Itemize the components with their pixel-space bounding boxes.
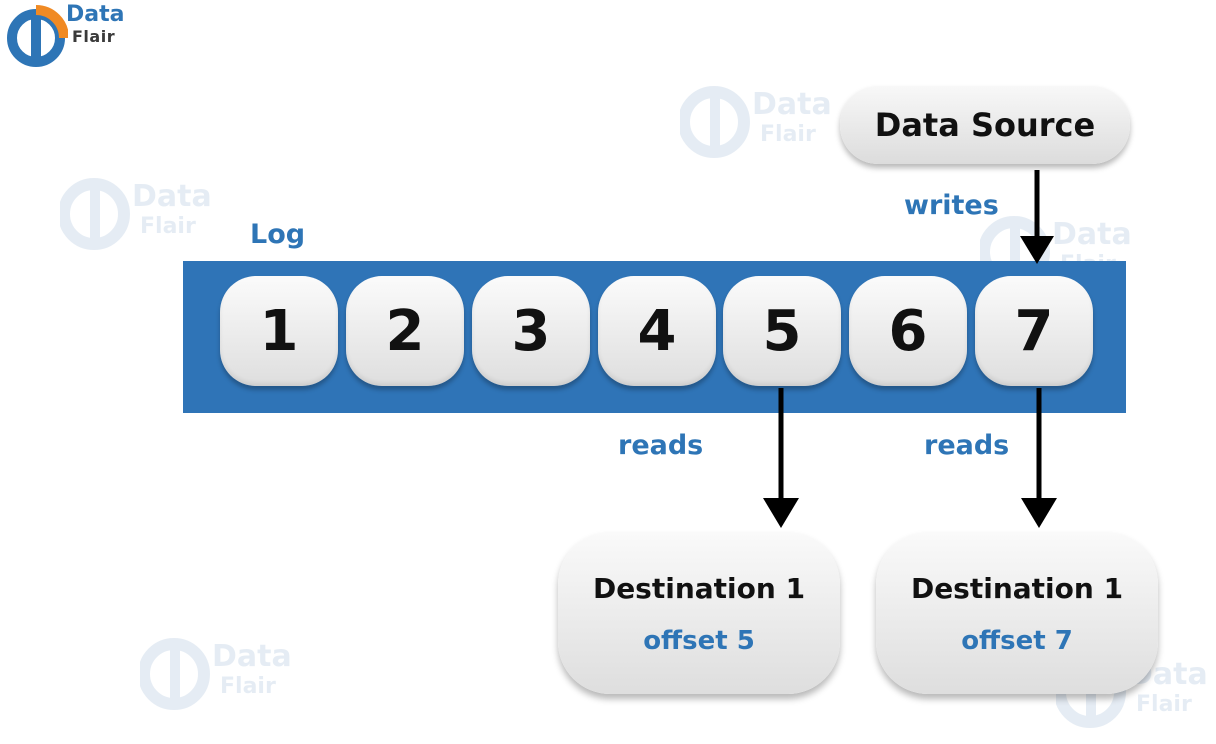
log-cell: 2: [346, 276, 464, 386]
writes-arrow: [1020, 170, 1054, 264]
logo-text-data: Data: [66, 2, 125, 27]
watermark-text: Flair: [220, 674, 276, 699]
log-cell: 4: [598, 276, 716, 386]
reads-label-1: reads: [618, 430, 704, 461]
log-cell: 3: [472, 276, 590, 386]
watermark-logo: Data Flair: [58, 176, 230, 266]
reads-arrow-1: [763, 388, 799, 528]
reads-label-2: reads: [924, 430, 1010, 461]
watermark-text: Data: [212, 639, 292, 674]
watermark-text: Data: [752, 87, 832, 122]
writes-label: writes: [904, 190, 999, 221]
log-cell: 7: [975, 276, 1093, 386]
watermark-logo: Data Flair: [678, 84, 850, 174]
watermark-text: Flair: [1136, 692, 1192, 717]
destination-box-2: Destination 1 offset 7: [876, 532, 1158, 694]
dataflair-logo: Data Flair: [4, 4, 144, 68]
watermark-text: Data: [132, 179, 212, 214]
destination-offset: offset 7: [961, 626, 1073, 656]
watermark-logo: Data Flair: [138, 636, 310, 726]
destination-box-1: Destination 1 offset 5: [558, 532, 840, 694]
logo-text-flair: Flair: [72, 27, 116, 46]
destination-title: Destination 1: [910, 572, 1124, 605]
dataflair-logo-icon: [7, 5, 68, 67]
log-label: Log: [250, 219, 306, 250]
data-source-box: Data Source: [840, 86, 1130, 164]
reads-arrow-2: [1021, 388, 1057, 528]
watermark-text: Flair: [760, 122, 816, 147]
log-cell: 5: [723, 276, 841, 386]
watermark-text: Flair: [140, 214, 196, 239]
log-cell: 1: [220, 276, 338, 386]
watermark-text: Data: [1052, 217, 1132, 252]
destination-offset: offset 5: [643, 626, 755, 656]
log-cell: 6: [849, 276, 967, 386]
destination-title: Destination 1: [592, 572, 806, 605]
